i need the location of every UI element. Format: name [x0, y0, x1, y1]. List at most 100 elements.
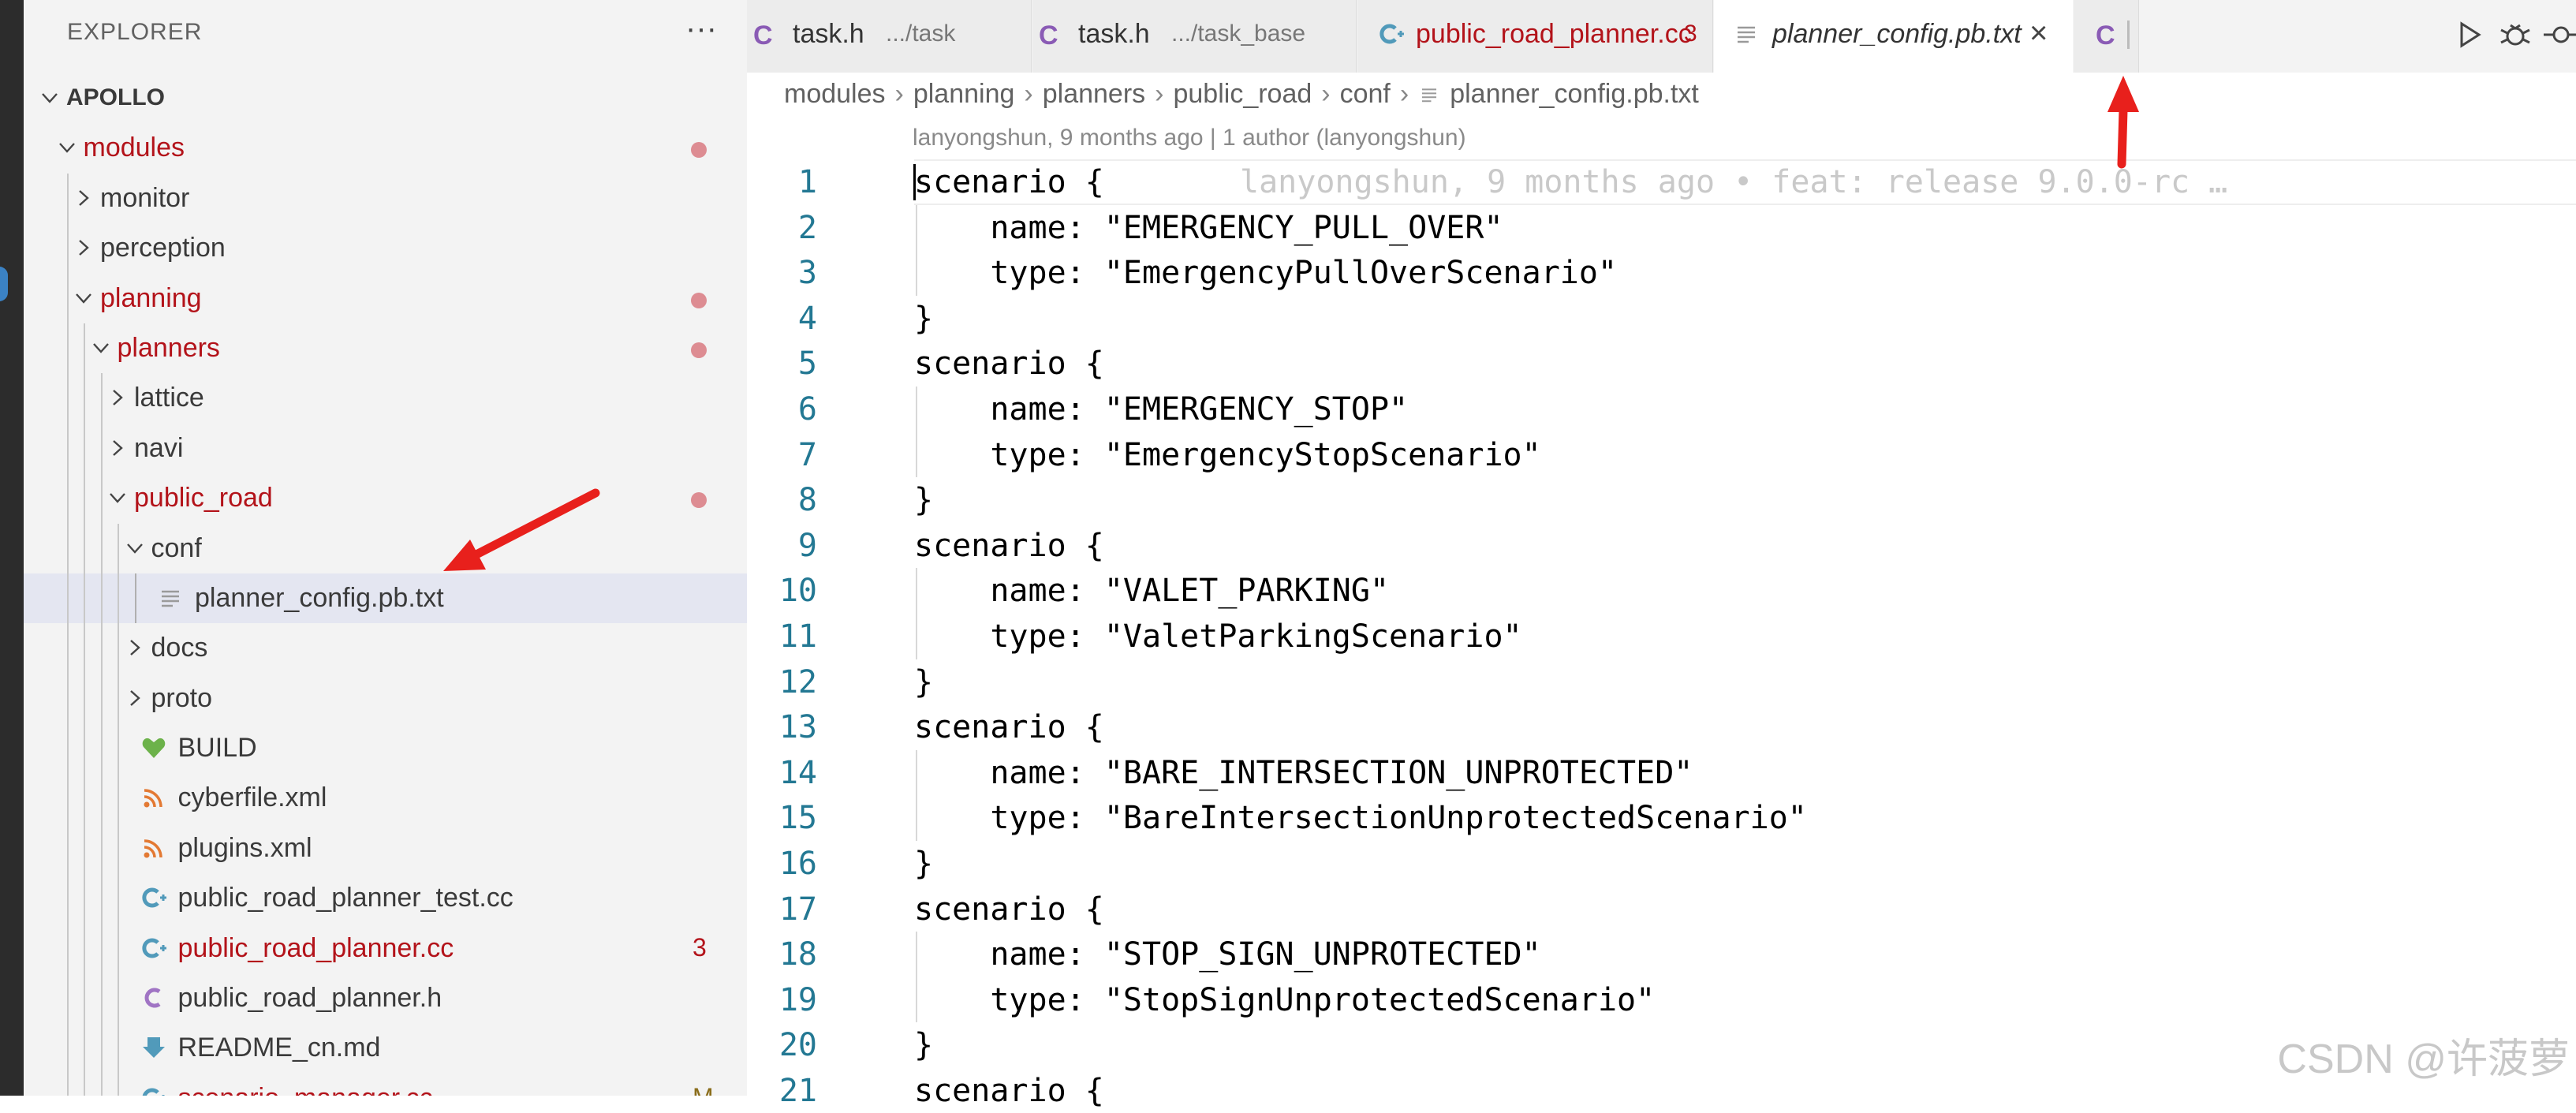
code-line[interactable]: 8}	[747, 477, 2576, 523]
chevron-down-icon[interactable]	[39, 88, 60, 108]
tree-item-plugins-xml[interactable]: plugins.xml	[24, 823, 747, 874]
modified-dot	[691, 292, 707, 308]
indent-guide	[66, 773, 69, 824]
breadcrumb-item[interactable]: planners	[1042, 79, 1146, 109]
line-number: 17	[778, 891, 817, 928]
breadcrumb-item[interactable]: public_road	[1173, 79, 1312, 109]
git-commit-icon[interactable]	[2542, 16, 2576, 54]
code-text: name: "EMERGENCY_STOP"	[914, 390, 1409, 428]
tree-item-planner-config-pb-txt[interactable]: planner_config.pb.txt	[24, 573, 747, 624]
breadcrumb-item[interactable]: modules	[784, 79, 886, 109]
close-tab-icon[interactable]: ×	[2029, 16, 2048, 50]
tree-item-planners[interactable]: planners	[24, 323, 747, 374]
chevron-down-icon[interactable]	[125, 538, 145, 558]
indent-guide	[100, 973, 103, 1024]
tree-item-cyberfile-xml[interactable]: cyberfile.xml	[24, 773, 747, 824]
code-line[interactable]: 19 type: "StopSignUnprotectedScenario"	[747, 977, 2576, 1023]
tree-item-build[interactable]: BUILD	[24, 723, 747, 774]
indent-guide	[916, 795, 917, 841]
run-icon[interactable]	[2451, 16, 2488, 54]
tree-item-public-road-planner-test-cc[interactable]: public_road_planner_test.cc	[24, 873, 747, 924]
tab-overflow[interactable]: C	[2075, 0, 2139, 73]
indent-guide	[134, 573, 136, 624]
tree-item-scenario-manager-cc[interactable]: scenario_manager.ccM	[24, 1073, 747, 1096]
indent-guide	[100, 573, 103, 624]
tab-truncation	[2127, 21, 2130, 49]
tree-item-public-road[interactable]: public_road	[24, 473, 747, 524]
tree-item-readme-cn-md[interactable]: README_cn.md	[24, 1023, 747, 1074]
breadcrumb-item[interactable]: planner_config.pb.txt	[1450, 79, 1699, 109]
c-header-icon	[140, 984, 167, 1011]
code-line[interactable]: 2 name: "EMERGENCY_PULL_OVER"	[747, 204, 2576, 251]
breadcrumb-item[interactable]: conf	[1339, 79, 1391, 109]
code-line[interactable]: 7 type: "EmergencyStopScenario"	[747, 431, 2576, 478]
tree-item-navi[interactable]: navi	[24, 423, 747, 474]
code-line[interactable]: 14 name: "BARE_INTERSECTION_UNPROTECTED"	[747, 749, 2576, 796]
code-line[interactable]: 12}	[747, 659, 2576, 705]
code-line[interactable]: 6 name: "EMERGENCY_STOP"	[747, 386, 2576, 432]
indent-guide	[84, 723, 85, 774]
tab-label: planner_config.pb.txt	[1772, 19, 2022, 49]
tree-item-perception[interactable]: perception	[24, 223, 747, 274]
cpp-file-icon	[1378, 21, 1405, 54]
indent-guide	[66, 623, 69, 674]
code-line[interactable]: 17 scenario {	[747, 887, 2576, 932]
tree-item-modules[interactable]: modules	[24, 123, 747, 173]
chevron-right-icon[interactable]	[107, 387, 128, 408]
debug-icon[interactable]	[2496, 16, 2534, 54]
tree-item-apollo[interactable]: APOLLO	[24, 73, 747, 123]
more-actions-icon[interactable]: ···	[685, 11, 717, 46]
tree-item-planning[interactable]: planning	[24, 273, 747, 323]
c-header-icon: C	[753, 21, 773, 50]
chevron-right-icon[interactable]	[73, 237, 94, 258]
explorer-header: EXPLORER ···	[67, 0, 737, 69]
chevron-right-icon[interactable]	[125, 688, 145, 708]
tab-problem-count: 3	[1684, 21, 1697, 47]
indent-guide	[66, 273, 69, 323]
chevron-down-icon[interactable]	[73, 288, 94, 308]
breadcrumb-item[interactable]: planning	[913, 79, 1015, 109]
chevron-down-icon[interactable]	[57, 137, 77, 158]
indent-guide	[66, 223, 69, 274]
code-line[interactable]: 11 type: "ValetParkingScenario"	[747, 613, 2576, 659]
tree-item-public-road-planner-h[interactable]: public_road_planner.h	[24, 973, 747, 1024]
line-number: 3	[797, 255, 817, 292]
tab-planner-config-pb-txt[interactable]: planner_config.pb.txt×	[1714, 0, 2074, 73]
chevron-right-icon[interactable]	[73, 188, 94, 208]
code-line[interactable]: 15 type: "BareIntersectionUnprotectedSce…	[747, 795, 2576, 841]
tree-item-monitor[interactable]: monitor	[24, 173, 747, 224]
tree-item-label: docs	[151, 633, 208, 663]
git-blame-codelens[interactable]: lanyongshun, 9 months ago | 1 author (la…	[913, 125, 1466, 151]
tree-item-conf[interactable]: conf	[24, 523, 747, 573]
code-line[interactable]: 18 name: "STOP_SIGN_UNPROTECTED"	[747, 932, 2576, 977]
inline-git-blame: lanyongshun, 9 months ago • feat: releas…	[1240, 164, 2228, 200]
chevron-down-icon[interactable]	[91, 338, 111, 358]
code-line[interactable]: 3 type: "EmergencyPullOverScenario"	[747, 250, 2576, 296]
indent-guide	[66, 923, 69, 974]
code-text: scenario {	[914, 891, 1104, 928]
tree-item-lattice[interactable]: lattice	[24, 373, 747, 424]
chevron-down-icon[interactable]	[107, 487, 128, 508]
code-text: }	[914, 1027, 934, 1064]
code-line[interactable]: 4}	[747, 296, 2576, 342]
chevron-right-icon[interactable]	[107, 438, 128, 458]
indent-guide	[66, 1073, 69, 1096]
chevron-right-icon[interactable]	[125, 637, 145, 658]
code-line[interactable]: 16}	[747, 841, 2576, 887]
code-text: scenario {	[914, 345, 1104, 383]
tree-item-docs[interactable]: docs	[24, 623, 747, 674]
indent-guide	[916, 431, 917, 478]
code-line[interactable]: 10 name: "VALET_PARKING"	[747, 568, 2576, 614]
tree-item-proto[interactable]: proto	[24, 673, 747, 724]
code-line[interactable]: 20}	[747, 1022, 2576, 1068]
c-header-icon: C	[2096, 21, 2115, 50]
